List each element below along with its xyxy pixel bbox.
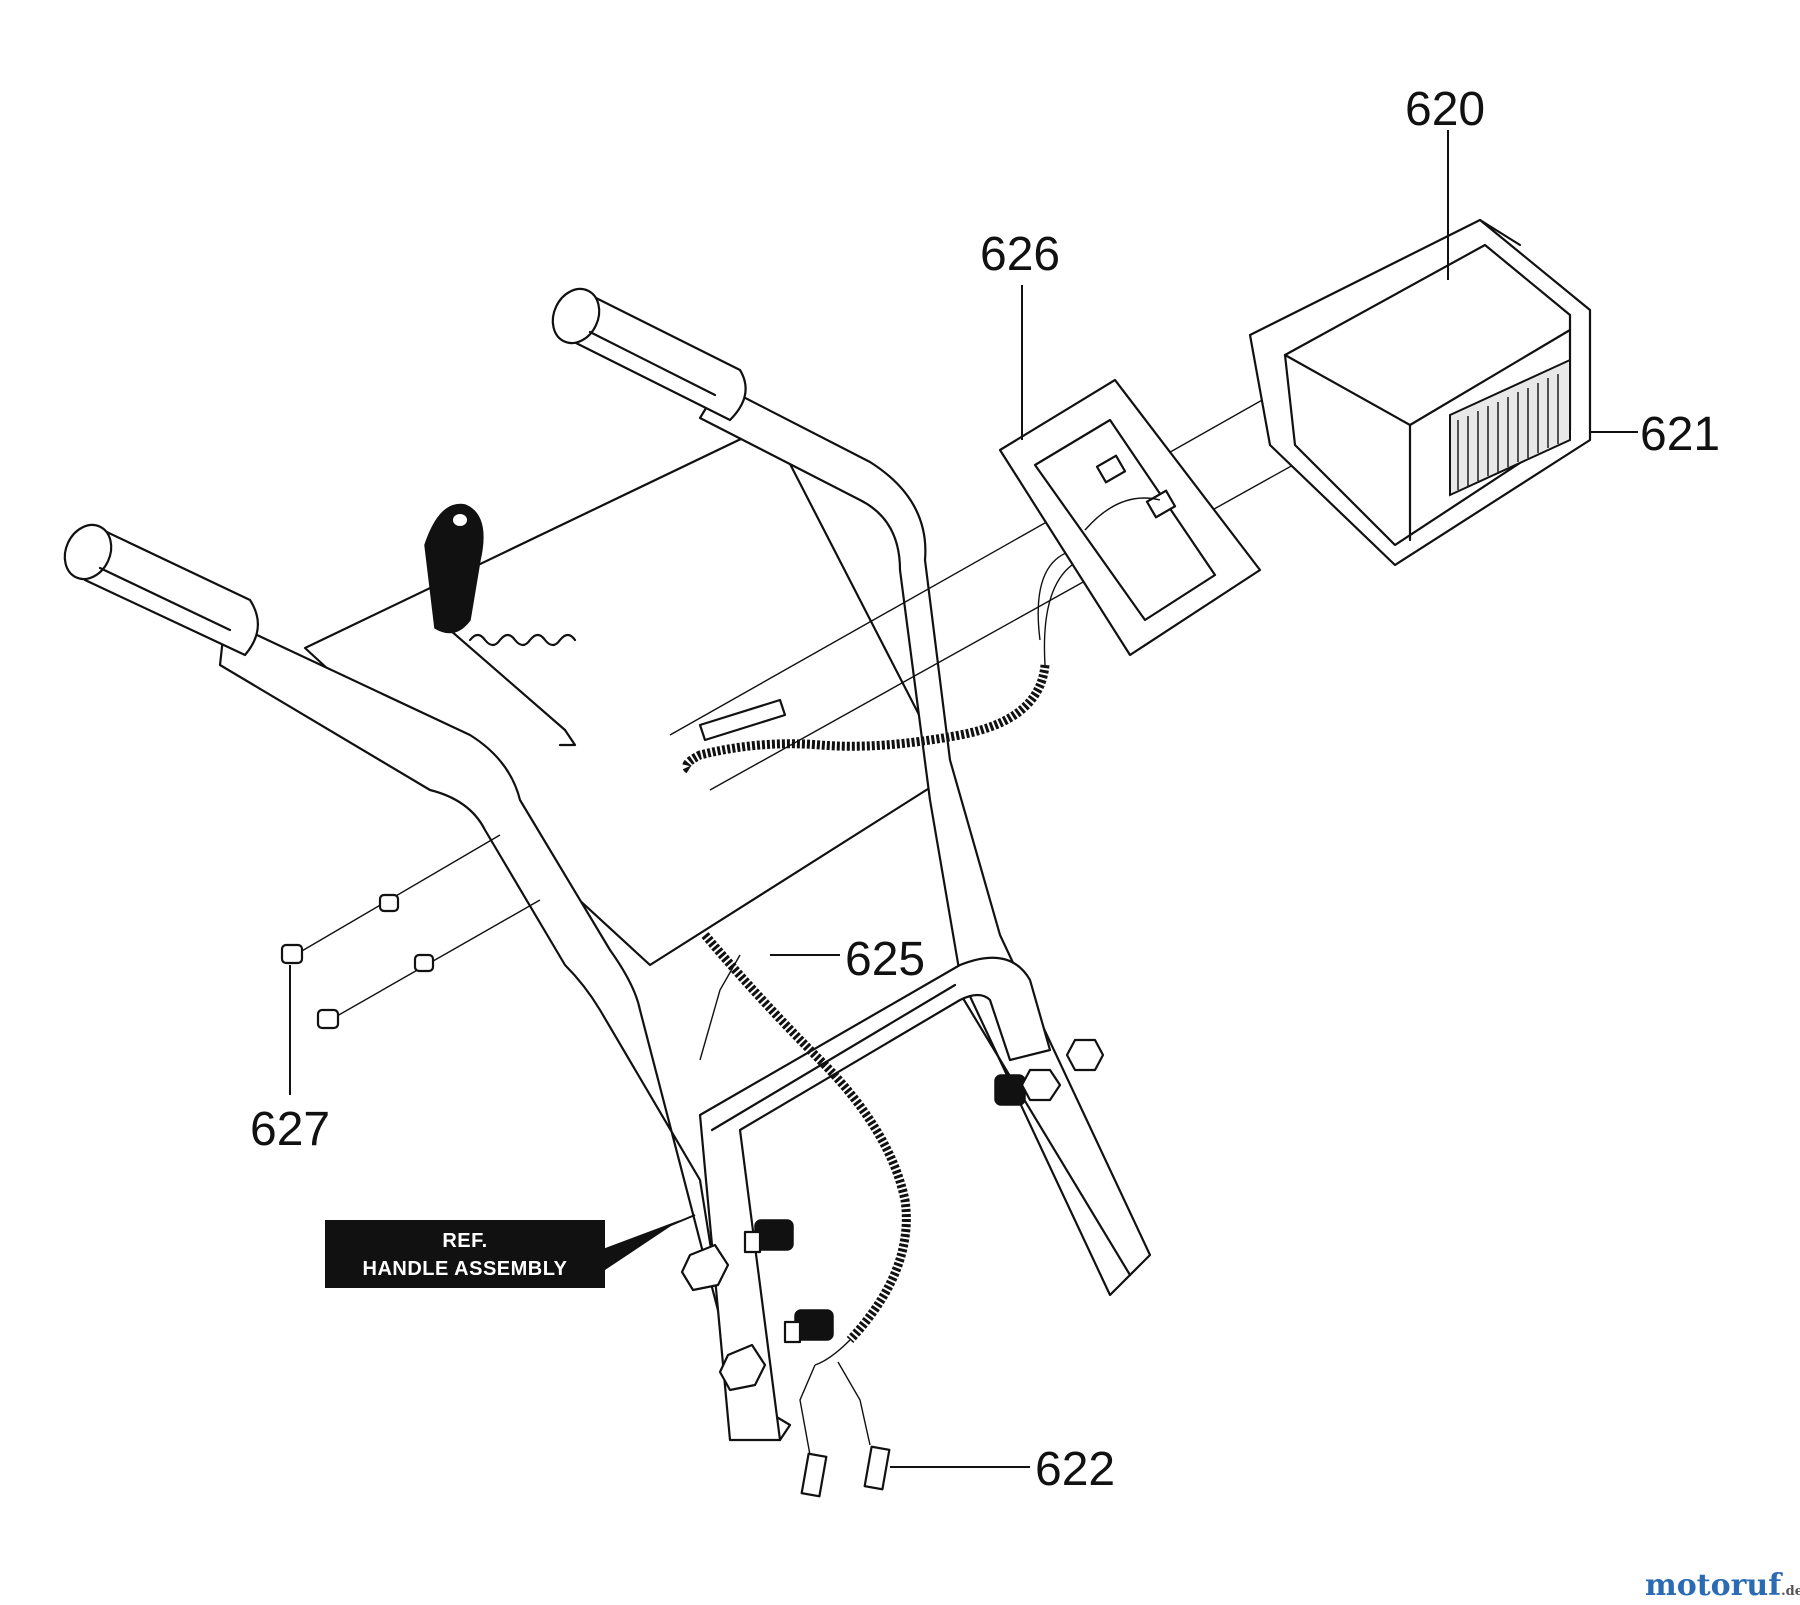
upper-coil-cord [682, 549, 1081, 775]
watermark-main: motoruf [1645, 1568, 1783, 1603]
reference-callout: REF. HANDLE ASSEMBLY [325, 1214, 696, 1288]
bolt-2 [1065, 1038, 1105, 1072]
part-label-622: 622 [1035, 1443, 1115, 1496]
part-label-625: 625 [845, 933, 925, 986]
left-handle-tube [218, 618, 792, 1442]
lamp-lens [1449, 358, 1571, 497]
watermark-logo: motoruf.de [1645, 1568, 1800, 1603]
reference-box [325, 1220, 605, 1288]
part-label-621: 621 [1640, 408, 1720, 461]
screw-1 [280, 893, 400, 965]
terminals [800, 1445, 891, 1498]
lower-handle-bracket [698, 956, 1052, 1442]
dashboard-panel [303, 423, 952, 967]
leader-lines [289, 130, 1638, 1468]
reference-line-2: HANDLE ASSEMBLY [363, 1258, 568, 1280]
shift-lever [424, 503, 577, 747]
screw-2 [316, 953, 435, 1030]
svg-text:motoruf.de: motoruf.de [1645, 1568, 1800, 1603]
right-handle-tube [698, 383, 1152, 1297]
part-label-626: 626 [980, 228, 1060, 281]
right-grip [551, 287, 747, 422]
part-label-627: 627 [250, 1103, 330, 1156]
bolt-4 [718, 1309, 834, 1392]
part-label-620: 620 [1405, 83, 1485, 136]
bolt-1 [994, 1068, 1062, 1106]
watermark-suffix: .de [1781, 1584, 1800, 1599]
screws [280, 834, 541, 1030]
lower-coil-cord [699, 932, 911, 1456]
bolt-3 [680, 1219, 794, 1292]
reference-line-1: REF. [442, 1230, 487, 1252]
part-numbers: 620 621 622 625 626 627 [250, 83, 1720, 1496]
alignment-lines [669, 389, 1321, 791]
lamp-bracket [998, 378, 1262, 657]
left-grip [63, 523, 259, 657]
head-lamp [1248, 218, 1592, 567]
bolts [680, 1038, 1105, 1392]
